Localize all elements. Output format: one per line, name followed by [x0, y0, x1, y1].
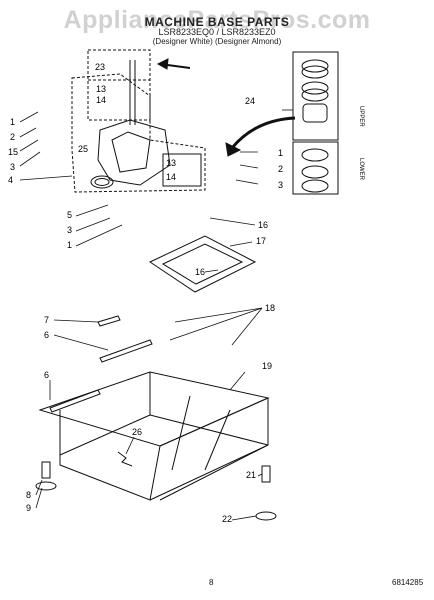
callout-1: 1 [10, 117, 15, 127]
clip-26 [117, 451, 133, 467]
callout-23: 23 [95, 62, 105, 72]
diagram-subtitle: (Designer White) (Designer Almond) [152, 37, 282, 46]
seal-part-25 [90, 175, 114, 189]
label-lower: LOWER [358, 158, 364, 181]
callout-1: 1 [278, 148, 283, 158]
callout-13: 13 [96, 84, 106, 94]
bracket-17 [148, 235, 257, 293]
bearing-box-lower [292, 141, 339, 195]
leg-21 [261, 465, 271, 483]
leg-8 [41, 461, 51, 479]
parts-group-box-23-13-14 [87, 49, 151, 121]
foot-22 [255, 511, 277, 521]
page-number: 8 [209, 578, 214, 587]
callout-3: 3 [278, 180, 283, 190]
callout-17: 17 [256, 236, 266, 246]
callout-18: 18 [265, 303, 275, 313]
callout-4: 4 [8, 175, 13, 185]
callout-14: 14 [166, 172, 176, 182]
callout-22: 22 [222, 514, 232, 524]
callout-25: 25 [78, 144, 88, 154]
callout-16: 16 [258, 220, 268, 230]
callout-14: 14 [96, 95, 106, 105]
callout-21: 21 [246, 470, 256, 480]
callout-9: 9 [26, 503, 31, 513]
watermark: AppliancePartsPros.com [63, 6, 371, 34]
part-code: 6814285 [392, 578, 424, 587]
callout-19: 19 [262, 361, 272, 371]
diagram-model-line: LSR8233EQ0 / LSR8233EZ0 [158, 27, 276, 37]
callout-2: 2 [278, 164, 283, 174]
diagram-title: MACHINE BASE PARTS [144, 15, 290, 29]
gearcase-dashed-outline [71, 73, 206, 193]
callout-15: 15 [8, 147, 18, 157]
callout-5: 5 [67, 210, 72, 220]
clip-7 [97, 315, 121, 327]
bearing-box-upper [292, 51, 339, 141]
foot-9 [35, 481, 57, 491]
base-frame-19 [38, 371, 270, 447]
callout-1: 1 [67, 240, 72, 250]
callout-13: 13 [166, 158, 176, 168]
callout-6: 6 [44, 370, 49, 380]
callout-6: 6 [44, 330, 49, 340]
label-upper: UPPER [358, 106, 364, 127]
callout-16: 16 [195, 267, 205, 277]
gearcase [97, 119, 171, 186]
callout-2: 2 [10, 132, 15, 142]
pointer-arrow-curved [230, 116, 296, 149]
rail-6-lower [49, 389, 101, 413]
callout-26: 26 [132, 427, 142, 437]
callout-3: 3 [67, 225, 72, 235]
callout-24: 24 [245, 96, 255, 106]
callout-8: 8 [26, 490, 31, 500]
callout-3: 3 [10, 162, 15, 172]
rail-6-upper [99, 339, 153, 363]
callout-7: 7 [44, 315, 49, 325]
